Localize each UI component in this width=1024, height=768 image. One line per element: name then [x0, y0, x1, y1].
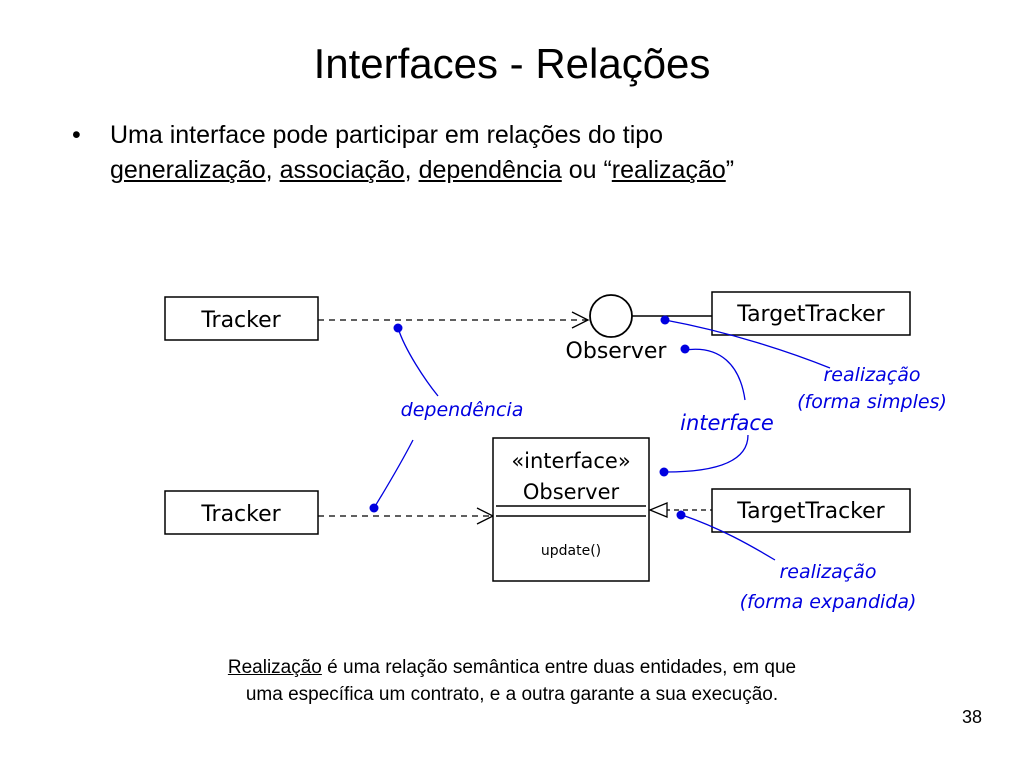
close-quote: ”: [725, 156, 735, 184]
page-number: 38: [961, 707, 982, 727]
interface-stereotype: «interface»: [511, 449, 630, 473]
term-generalization: generalização: [110, 156, 266, 184]
separator: ,: [404, 156, 419, 184]
term-dependency: dependência: [418, 156, 562, 184]
caption-line1: é uma relação semântica entre duas entid…: [321, 657, 797, 678]
interface-name: Observer: [523, 480, 620, 504]
slide-title: Interfaces - Relações: [313, 40, 711, 87]
top-target-box: [711, 291, 911, 336]
uml-diagram: Tracker Observer TargetTracker Tracker «…: [164, 291, 947, 613]
bottom-tracker-label: Tracker: [200, 502, 281, 527]
interface-class-box: [492, 437, 650, 582]
note-dependency: dependência: [401, 399, 524, 421]
interface-note-line-top: [684, 348, 746, 401]
note-realization-expanded-2: (forma expandida): [740, 591, 917, 613]
interface-operation: update(): [541, 543, 601, 559]
top-tracker-box: [164, 296, 319, 341]
caption: Realização é uma relação semântica entre…: [150, 654, 874, 708]
separator: ou “: [561, 156, 612, 184]
interface-note-line-bottom: [665, 434, 749, 473]
bottom-target-box: [711, 488, 911, 533]
bullet-intro: Uma interface pode participar em relaçõe…: [110, 121, 664, 149]
dependency-dot-bottom: [369, 503, 379, 513]
note-realization-expanded-1: realização: [779, 561, 876, 583]
note-interface: interface: [680, 411, 774, 435]
bullet-text: Uma interface pode participar em relaçõe…: [110, 118, 950, 188]
term-realization: realização: [611, 156, 726, 184]
top-tracker-label: Tracker: [200, 308, 281, 333]
lollipop-label: Observer: [566, 339, 668, 364]
separator: ,: [265, 156, 280, 184]
annotation-notes: [373, 319, 831, 561]
note-realization-simple-2: (forma simples): [797, 391, 947, 413]
note-realization-simple-1: realização: [823, 364, 920, 386]
dependency-dot-top: [393, 323, 403, 333]
realization-expanded-note-line: [681, 514, 776, 561]
caption-term: Realização: [227, 657, 322, 678]
interface-dot-lollipop: [680, 344, 690, 354]
realization-simple-dot: [660, 315, 670, 325]
annotation-dots: [369, 315, 690, 520]
dependency-note-line-top: [397, 327, 439, 397]
term-association: associação: [279, 156, 405, 184]
bottom-tracker-box: [164, 490, 319, 535]
dependency-note-line-bottom: [373, 439, 414, 509]
bottom-target-label: TargetTracker: [736, 499, 885, 524]
realization-arrowhead: [648, 502, 668, 518]
realization-simple-note-line: [664, 319, 831, 369]
top-target-label: TargetTracker: [736, 302, 885, 327]
interface-dot-class: [659, 467, 669, 477]
bullet-marker: •: [72, 121, 81, 149]
caption-line2: uma específica um contrato, e a outra ga…: [245, 684, 779, 705]
realization-expanded-dot: [676, 510, 686, 520]
top-dependency-arrowhead: [571, 311, 590, 329]
observer-lollipop-icon: [589, 294, 633, 338]
